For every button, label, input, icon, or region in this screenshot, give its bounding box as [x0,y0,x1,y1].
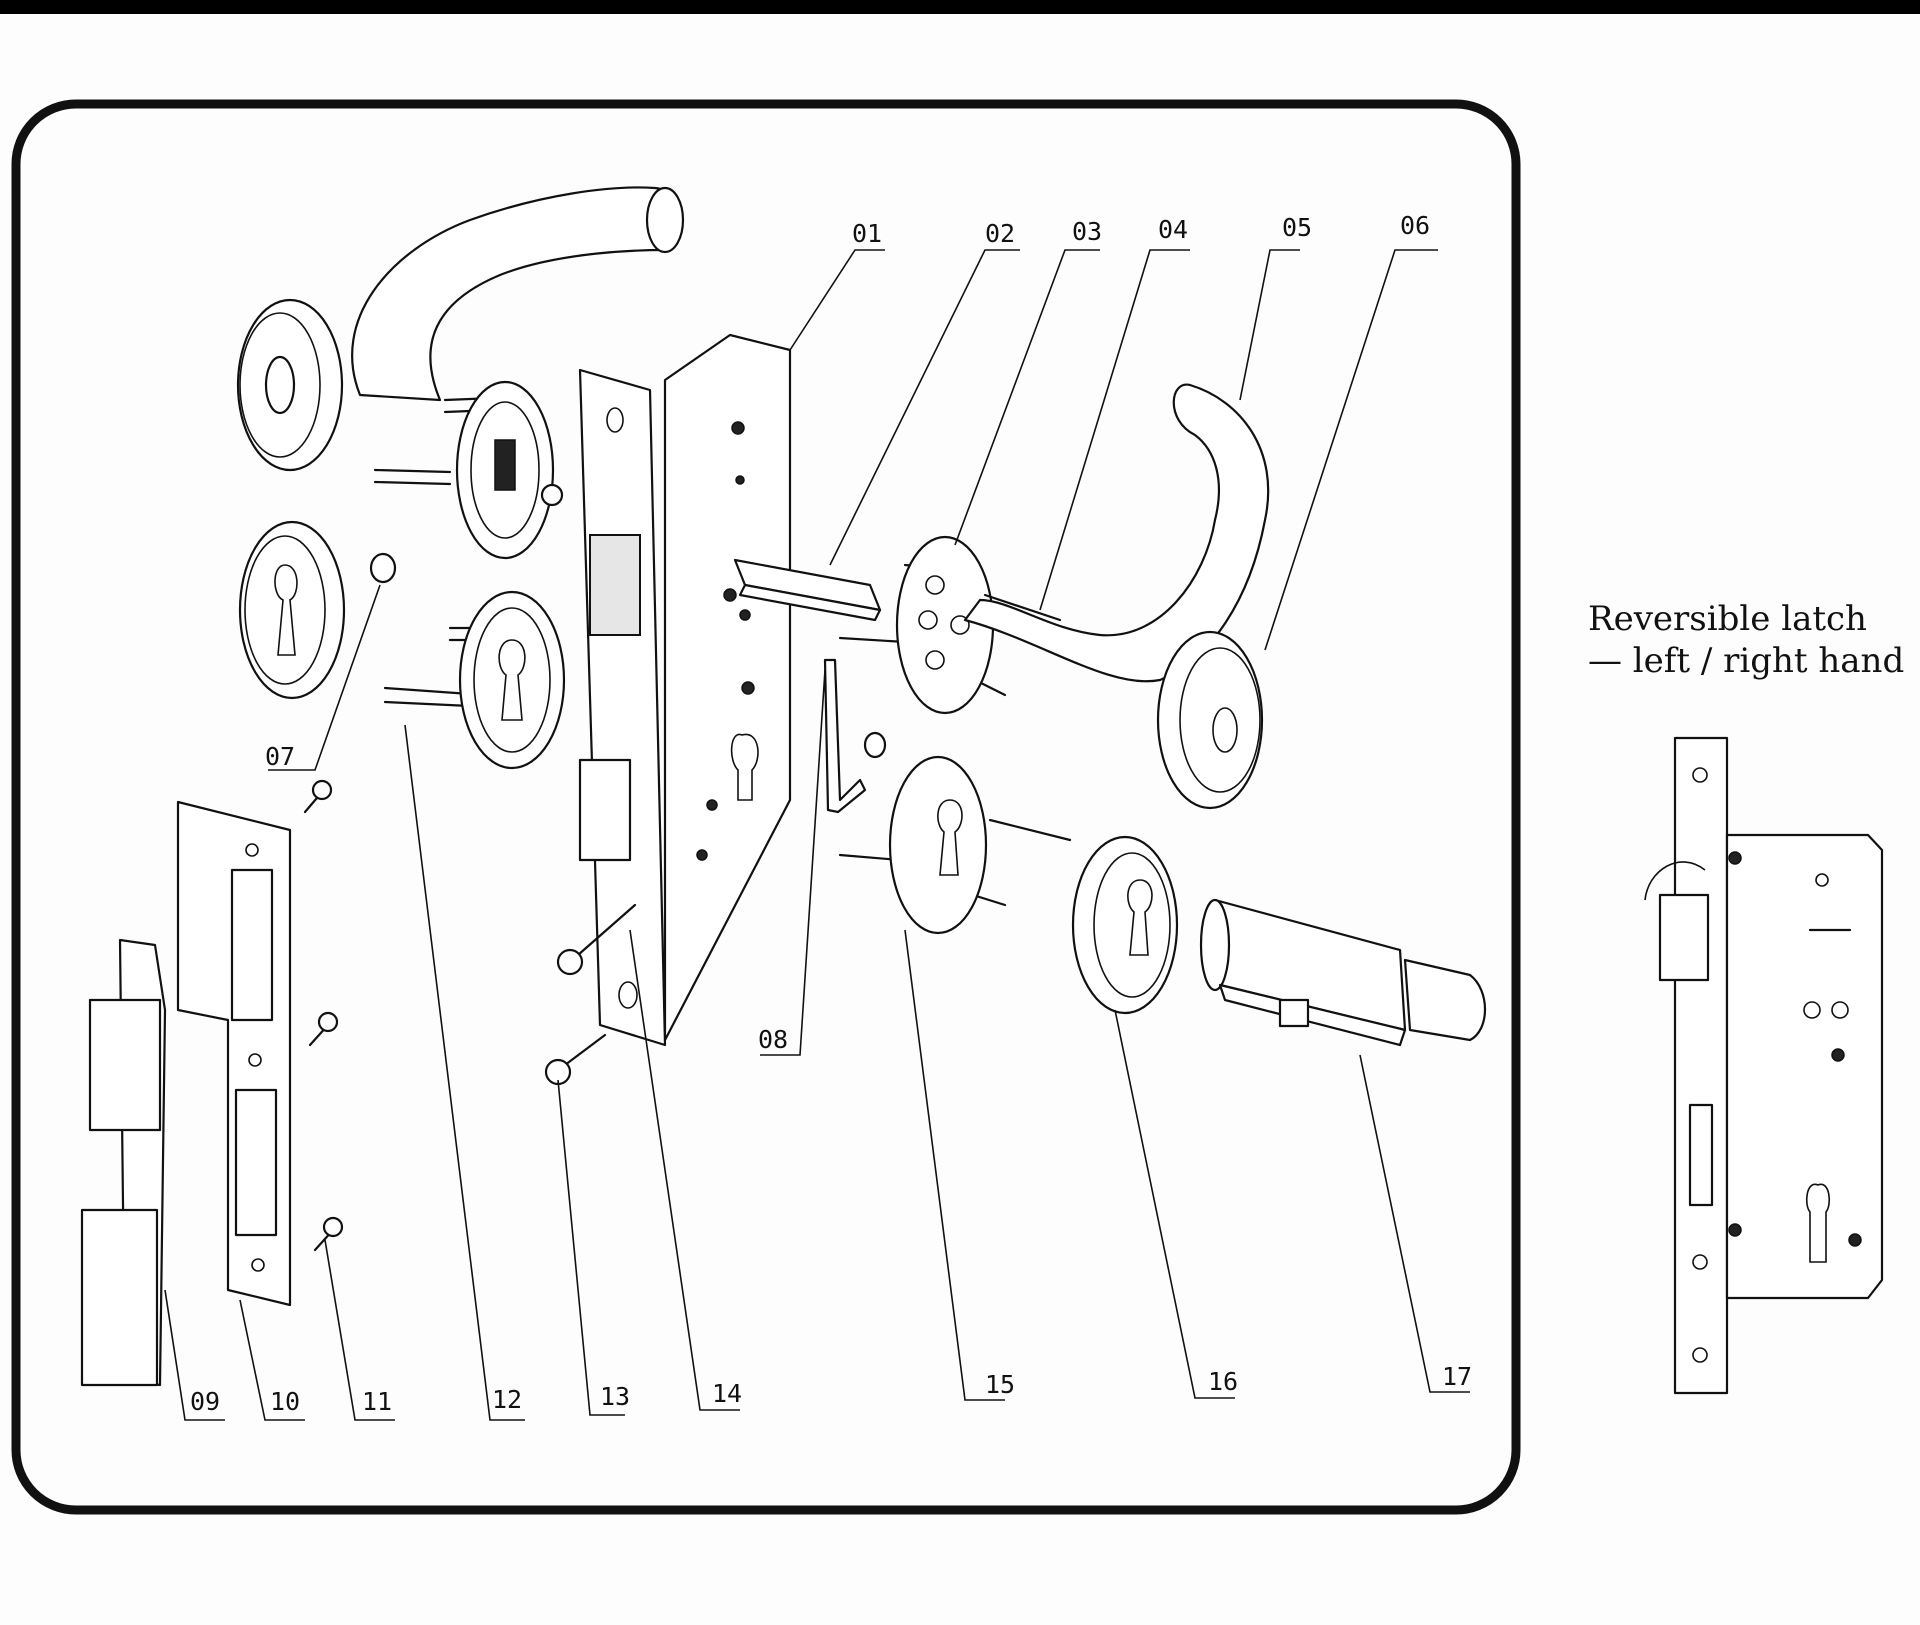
inner-cylinder-rose [383,590,566,770]
callout-07: 07 [265,742,295,771]
outer-rose-cover [1156,630,1264,810]
inner-lever-handle [351,186,685,402]
callout-13: 13 [600,1382,630,1411]
callout-02: 02 [985,219,1015,248]
reversible-latch-note: Reversible latch — left / right hand [1588,598,1918,682]
leader-lines [164,249,1470,1421]
side-note-line-2: — left / right hand [1588,641,1905,681]
callout-10: 10 [270,1387,300,1416]
side-note-line-1: Reversible latch [1588,599,1867,639]
diagram-frame [11,99,1521,1515]
lever-spindle [733,558,882,622]
inner-escutcheon [238,520,397,700]
callout-08: 08 [758,1025,788,1054]
callout-14: 14 [712,1379,742,1408]
allen-key [823,658,887,814]
euro-profile-cylinder [1199,898,1487,1047]
mortise-side-view [1644,736,1884,1395]
outer-escutcheon-rose [838,755,1072,935]
top-black-bar [0,0,1920,14]
strike-plate [176,800,292,1307]
outer-lever-handle [963,383,1270,683]
callout-01: 01 [852,219,882,248]
callout-15: 15 [985,1370,1015,1399]
callout-09: 09 [190,1387,220,1416]
callout-05: 05 [1282,213,1312,242]
callout-12: 12 [492,1385,522,1414]
mortise-fixing-screws [544,903,637,1086]
strike-box [80,938,167,1387]
callout-17: 17 [1442,1362,1472,1391]
inner-rose-top [236,298,344,472]
callout-03: 03 [1072,217,1102,246]
cylinder-rose [1071,835,1179,1015]
mortise-lock-body [578,333,792,1047]
callout-04: 04 [1158,215,1188,244]
strike-screws [303,779,344,1252]
callout-06: 06 [1400,211,1430,240]
inner-handle-base [373,380,564,560]
callout-16: 16 [1208,1367,1238,1396]
callout-11: 11 [362,1387,392,1416]
callout-numbers: 01 02 03 04 05 06 07 08 09 10 11 12 13 1… [190,211,1472,1416]
